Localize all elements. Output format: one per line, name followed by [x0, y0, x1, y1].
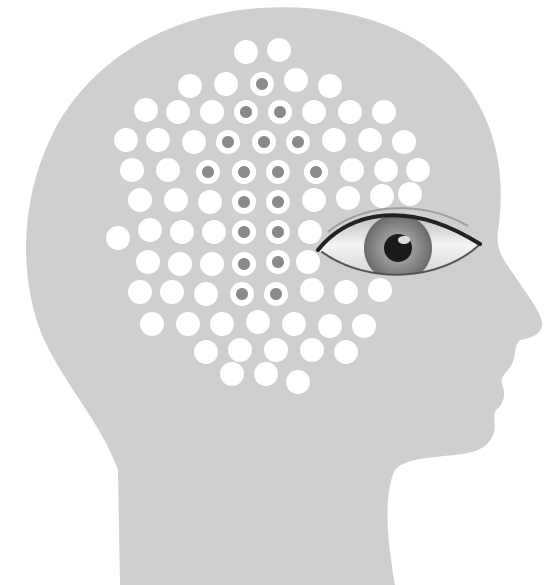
dot-center: [258, 136, 270, 148]
dot: [254, 362, 278, 386]
dot-center: [222, 136, 234, 148]
dot: [160, 280, 184, 304]
dot-center: [236, 288, 248, 300]
dot-center: [238, 196, 250, 208]
dot: [322, 128, 346, 152]
dot: [352, 314, 376, 338]
dot: [234, 40, 258, 64]
dot-center: [238, 226, 250, 238]
dot-center: [240, 106, 252, 118]
dot-center: [270, 288, 282, 300]
dot-center: [238, 258, 250, 270]
dot: [318, 314, 342, 338]
dot: [176, 312, 200, 336]
dot: [164, 188, 188, 212]
dot: [298, 220, 322, 244]
dot: [358, 128, 382, 152]
dot: [156, 158, 180, 182]
dot-center: [202, 166, 214, 178]
dot: [300, 338, 324, 362]
dot-center: [238, 166, 250, 178]
dot: [300, 278, 324, 302]
dot: [194, 340, 218, 364]
dot: [338, 100, 362, 124]
dot: [182, 130, 206, 154]
dot: [210, 312, 234, 336]
dot: [200, 252, 224, 276]
dot: [318, 74, 342, 98]
dot: [194, 282, 218, 306]
dot-center: [292, 136, 304, 148]
dot: [370, 184, 394, 208]
dot: [392, 130, 416, 154]
dot: [114, 128, 138, 152]
dot: [128, 188, 152, 212]
dot: [136, 250, 160, 274]
dot: [340, 158, 364, 182]
dot: [106, 226, 130, 250]
dot: [398, 182, 422, 206]
dot: [406, 158, 430, 182]
dot: [372, 100, 396, 124]
dot: [138, 218, 162, 242]
dot: [220, 362, 244, 386]
dot: [336, 186, 360, 210]
dot: [302, 188, 326, 212]
dot: [228, 338, 252, 362]
dot: [198, 190, 222, 214]
dot: [286, 370, 310, 394]
dot: [170, 220, 194, 244]
dot: [178, 74, 202, 98]
dot: [296, 250, 320, 274]
dot: [264, 338, 288, 362]
dot: [134, 98, 158, 122]
dot: [168, 252, 192, 276]
dot-center: [272, 226, 284, 238]
dot-center: [256, 78, 268, 90]
dot: [284, 68, 308, 92]
dot-center: [272, 256, 284, 268]
dot: [246, 310, 270, 334]
dot: [200, 100, 224, 124]
dot-center: [272, 196, 284, 208]
dot-center: [272, 166, 284, 178]
dot: [282, 312, 306, 336]
dot: [334, 280, 358, 304]
dot: [267, 38, 291, 62]
dot: [166, 100, 190, 124]
dot: [140, 312, 164, 336]
dot: [120, 158, 144, 182]
dot-center: [310, 166, 322, 178]
dot: [368, 278, 392, 302]
dot: [128, 280, 152, 304]
dot: [214, 72, 238, 96]
dot: [334, 340, 358, 364]
dot-center: [274, 106, 286, 118]
dot: [302, 100, 326, 124]
dot: [202, 220, 226, 244]
dot: [374, 158, 398, 182]
dot: [146, 128, 170, 152]
